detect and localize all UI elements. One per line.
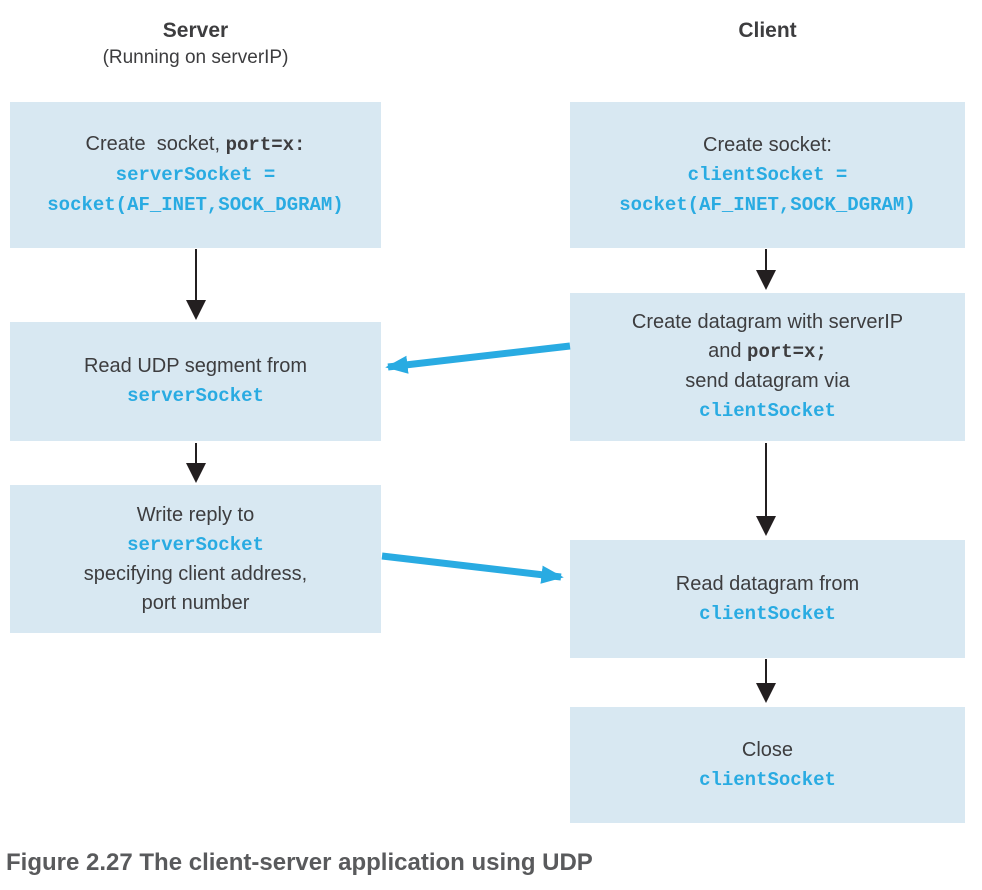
code-text: clientSocket bbox=[699, 400, 836, 422]
step-label: Read UDP segment from bbox=[83, 355, 308, 377]
step-label: send datagram via bbox=[685, 370, 850, 392]
client-step-create-socket: Create socket: clientSocket = socket(AF_… bbox=[570, 102, 965, 248]
code-text: clientSocket = bbox=[687, 163, 848, 186]
client-step-create-datagram: Create datagram with serverIP and port=x… bbox=[570, 293, 965, 441]
box-line: clientSocket bbox=[699, 599, 836, 629]
box-line: Read datagram from bbox=[676, 570, 859, 599]
step-label: Close bbox=[741, 738, 794, 761]
box-line: Create socket: bbox=[703, 131, 832, 160]
box-line: Write reply to bbox=[137, 501, 254, 530]
box-line: and port=x; bbox=[708, 337, 827, 367]
step-label: specifying client address, bbox=[83, 562, 308, 585]
box-line: port number bbox=[142, 589, 250, 618]
box-line: socket(AF_INET,SOCK_DGRAM) bbox=[47, 190, 343, 220]
step-label: Read datagram from bbox=[675, 572, 860, 595]
server-step-create-socket: Create socket, port=x: serverSocket = so… bbox=[10, 102, 381, 248]
server-step-read-segment: Read UDP segment from serverSocket bbox=[10, 322, 381, 441]
box-line: clientSocket bbox=[699, 765, 836, 795]
server-column-header: Server bbox=[162, 19, 229, 42]
box-line: serverSocket bbox=[127, 381, 264, 411]
code-text: serverSocket bbox=[127, 385, 264, 407]
client-column-header: Client bbox=[738, 19, 797, 42]
box-line: send datagram via bbox=[685, 367, 850, 396]
client-step-close-socket: Close clientSocket bbox=[570, 707, 965, 823]
box-line: Create socket, port=x: bbox=[86, 130, 306, 160]
box-line: clientSocket bbox=[699, 396, 836, 426]
step-label: and bbox=[708, 340, 748, 362]
code-text: socket(AF_INET,SOCK_DGRAM) bbox=[47, 194, 344, 216]
client-step-read-datagram: Read datagram from clientSocket bbox=[570, 540, 965, 658]
box-line: Create datagram with serverIP bbox=[632, 308, 903, 337]
box-line: serverSocket = bbox=[116, 160, 276, 190]
box-line: Read UDP segment from bbox=[84, 352, 307, 381]
step-label-code: port=x: bbox=[225, 134, 306, 156]
box-line: specifying client address, bbox=[84, 560, 307, 589]
box-line: socket(AF_INET,SOCK_DGRAM) bbox=[619, 190, 915, 220]
server-step-write-reply: Write reply to serverSocket specifying c… bbox=[10, 485, 381, 633]
step-label: Write reply to bbox=[136, 503, 255, 526]
step-label: port number bbox=[141, 591, 250, 614]
server-column-subheader: (Running on serverIP) bbox=[102, 47, 289, 68]
step-label: Create datagram with serverIP bbox=[631, 311, 904, 333]
box-line: serverSocket bbox=[127, 530, 264, 560]
code-text: clientSocket bbox=[699, 602, 836, 625]
code-text: serverSocket = bbox=[115, 164, 276, 186]
step-label-code: port=x; bbox=[747, 341, 827, 363]
box-line: clientSocket = bbox=[688, 160, 848, 190]
client-to-server-datagram-arrow bbox=[385, 342, 571, 374]
server-to-client-reply-arrow bbox=[381, 552, 564, 584]
step-label: Create socket: bbox=[703, 133, 832, 156]
code-text: serverSocket bbox=[127, 533, 264, 556]
figure-caption: Figure 2.27 The client-server applicatio… bbox=[6, 849, 593, 876]
code-text: clientSocket bbox=[699, 768, 836, 791]
step-label: Create socket, bbox=[85, 133, 226, 155]
code-text: socket(AF_INET,SOCK_DGRAM) bbox=[619, 193, 916, 216]
box-line: Close bbox=[742, 736, 793, 765]
